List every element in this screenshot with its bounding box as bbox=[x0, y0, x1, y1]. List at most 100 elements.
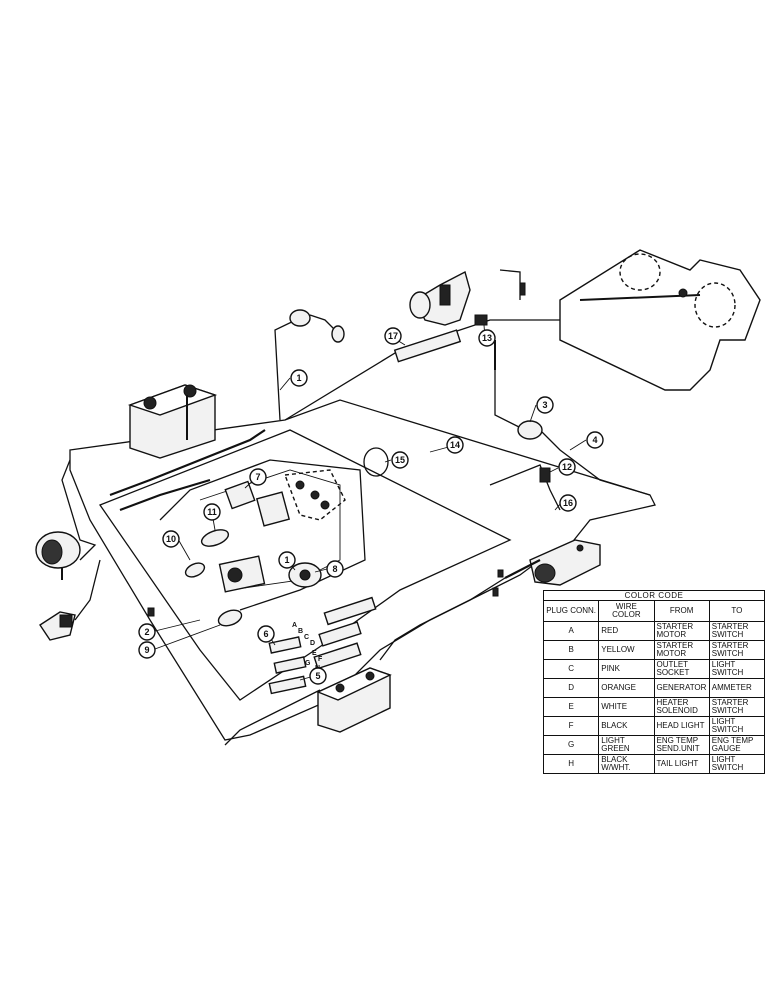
cell-wire: LIGHT GREEN bbox=[598, 735, 655, 755]
cell-from: GENERATOR bbox=[653, 678, 710, 698]
battery-left bbox=[127, 384, 218, 459]
cell-to: ENG TEMP GAUGE bbox=[708, 735, 766, 755]
starter-motor-top bbox=[409, 270, 471, 326]
cell-wire: ORANGE bbox=[598, 678, 655, 698]
header-wire-color: WIRE COLOR bbox=[598, 600, 655, 622]
cell-plug: D bbox=[542, 678, 600, 698]
cell-to: STARTER SWITCH bbox=[708, 697, 766, 717]
cell-plug: B bbox=[542, 640, 600, 660]
cell-wire: PINK bbox=[598, 659, 655, 679]
fuse-holder bbox=[217, 609, 243, 627]
taillight-left bbox=[39, 611, 76, 641]
plug-letter-e: E bbox=[312, 650, 317, 657]
rear-light-left bbox=[619, 253, 661, 291]
cell-from: HEAD LIGHT bbox=[653, 716, 710, 736]
callout-12: 12 bbox=[558, 458, 576, 476]
cell-plug: C bbox=[542, 659, 600, 679]
svg-text:11: 11 bbox=[207, 507, 217, 517]
table-row: A RED STARTER MOTOR STARTER SWITCH bbox=[542, 621, 766, 641]
cell-from: STARTER MOTOR bbox=[653, 640, 710, 660]
wire-to-headlight bbox=[61, 459, 97, 561]
plug-letter-c: C bbox=[304, 634, 309, 641]
svg-text:1: 1 bbox=[284, 555, 289, 565]
harness-branch-middle bbox=[199, 469, 341, 591]
cell-plug: G bbox=[542, 735, 600, 755]
callout-17: 17 bbox=[384, 327, 402, 345]
callout-14: 14 bbox=[446, 436, 464, 454]
callout-7: 7 bbox=[249, 468, 267, 486]
rear-plug bbox=[519, 282, 526, 296]
svg-text:4: 4 bbox=[592, 435, 597, 445]
wire-loop-15 bbox=[363, 447, 389, 477]
callout-8: 8 bbox=[326, 560, 344, 578]
headlight-left bbox=[35, 531, 81, 580]
svg-text:2: 2 bbox=[144, 627, 149, 637]
inner-harness-loop bbox=[99, 429, 512, 701]
rear-hook bbox=[499, 269, 521, 300]
terminal-13 bbox=[474, 314, 488, 326]
table-row: G LIGHT GREEN ENG TEMP SEND.UNIT ENG TEM… bbox=[542, 735, 766, 755]
resistor-17 bbox=[393, 329, 462, 363]
table-row: F BLACK HEAD LIGHT LIGHT SWITCH bbox=[542, 716, 766, 736]
leader-lines bbox=[154, 324, 587, 681]
cell-from: TAIL LIGHT bbox=[653, 754, 710, 774]
svg-text:10: 10 bbox=[166, 534, 176, 544]
harness-cable-left-2 bbox=[119, 478, 211, 512]
coil-10 bbox=[184, 562, 206, 578]
svg-text:7: 7 bbox=[255, 472, 260, 482]
wire-1-route bbox=[274, 317, 301, 421]
cell-to: STARTER SWITCH bbox=[708, 640, 766, 660]
wire-right-battery bbox=[379, 577, 506, 661]
plug-letter-f: F bbox=[318, 656, 323, 663]
plug-letter-b: B bbox=[298, 628, 303, 635]
plug-letter-d: D bbox=[310, 640, 315, 647]
cell-to: AMMETER bbox=[708, 678, 766, 698]
gauge-cluster bbox=[255, 469, 346, 527]
solenoid-11 bbox=[200, 529, 230, 547]
wire-to-taillight bbox=[74, 559, 101, 621]
svg-text:12: 12 bbox=[562, 462, 572, 472]
wire-4-route bbox=[539, 429, 651, 496]
plug-letter-a: A bbox=[292, 622, 297, 629]
callout-2: 2 bbox=[138, 623, 156, 641]
cell-from: OUTLET SOCKET bbox=[653, 659, 710, 679]
starter-cable bbox=[504, 559, 541, 579]
harness-branch-upper bbox=[159, 459, 366, 611]
plug-letter-g: G bbox=[305, 660, 311, 667]
callout-15: 15 bbox=[391, 451, 409, 469]
cell-from: HEATER SOLENOID bbox=[653, 697, 710, 717]
callout-5: 5 bbox=[309, 667, 327, 685]
cell-from: ENG TEMP SEND.UNIT bbox=[653, 735, 710, 755]
callout-10: 10 bbox=[162, 530, 180, 548]
svg-text:14: 14 bbox=[450, 440, 460, 450]
sender-3 bbox=[517, 420, 543, 440]
svg-text:15: 15 bbox=[395, 455, 405, 465]
callout-9: 9 bbox=[138, 641, 156, 659]
callout-16: 16 bbox=[559, 494, 577, 512]
svg-text:9: 9 bbox=[144, 645, 149, 655]
callout-6: 6 bbox=[257, 625, 275, 643]
cell-plug: A bbox=[542, 621, 600, 641]
svg-text:5: 5 bbox=[315, 671, 320, 681]
plug-connectors bbox=[268, 596, 377, 695]
callout-13: 13 bbox=[478, 329, 496, 347]
ignition-7 bbox=[224, 480, 256, 510]
wire-bottom-loop bbox=[224, 689, 321, 746]
rear-connector bbox=[678, 288, 688, 298]
svg-text:17: 17 bbox=[388, 331, 398, 341]
cell-wire: RED bbox=[598, 621, 655, 641]
cell-plug: H bbox=[542, 754, 600, 774]
callout-4: 4 bbox=[586, 431, 604, 449]
callout-1-lower: 1 bbox=[278, 551, 296, 569]
rear-panel bbox=[559, 249, 761, 391]
cell-wire: WHITE bbox=[598, 697, 655, 717]
table-row: H BLACK W/WHT. TAIL LIGHT LIGHT SWITCH bbox=[542, 754, 766, 774]
starter-motor-right bbox=[529, 539, 601, 586]
switch-12 bbox=[539, 467, 551, 483]
color-code-table: COLOR CODE PLUG CONN. WIRE COLOR FROM TO… bbox=[542, 590, 766, 774]
cell-to: STARTER SWITCH bbox=[708, 621, 766, 641]
rear-light-right bbox=[694, 282, 736, 328]
cell-to: LIGHT SWITCH bbox=[708, 754, 766, 774]
cell-plug: E bbox=[542, 697, 600, 717]
color-code-title: COLOR CODE bbox=[543, 590, 765, 601]
